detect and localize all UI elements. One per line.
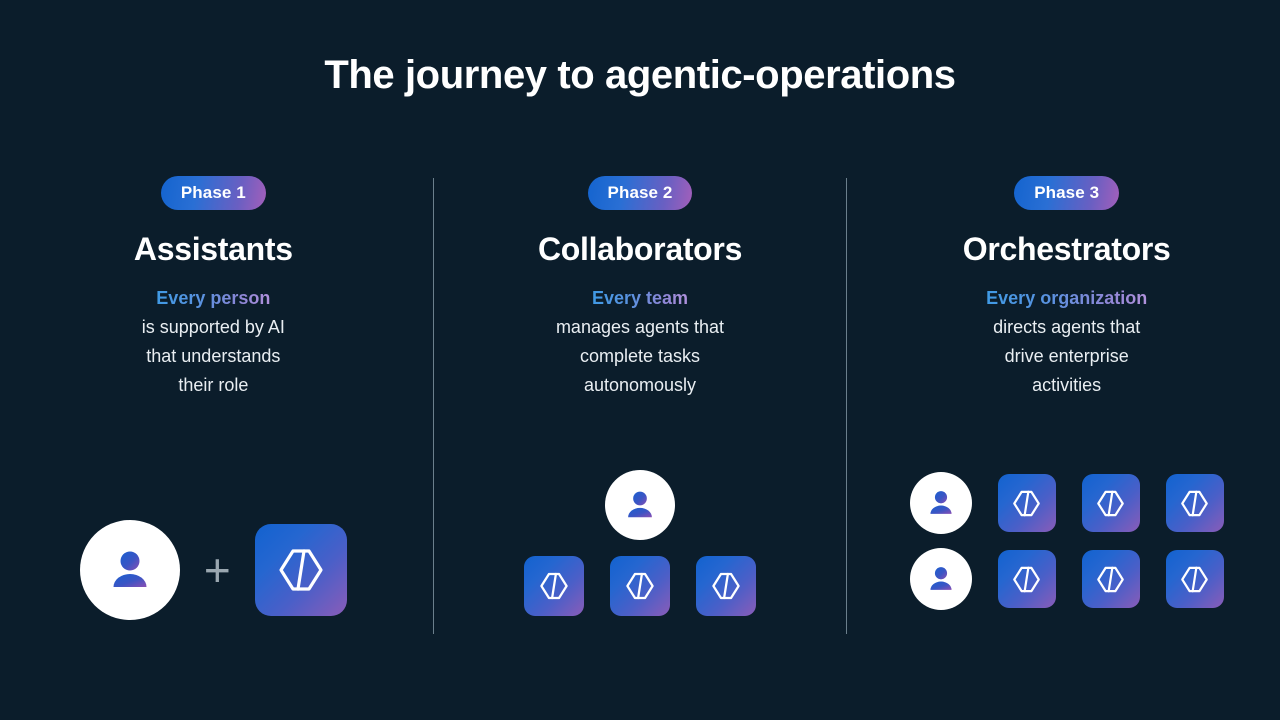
agent-code-icon bbox=[610, 556, 670, 616]
phase-column-1: Phase 1 Assistants Every person is suppo… bbox=[0, 176, 427, 646]
agent-code-icon bbox=[1081, 474, 1140, 532]
agent-code-icon bbox=[1081, 550, 1140, 608]
phase-column-3: Phase 3 Orchestrators Every organization… bbox=[853, 176, 1280, 646]
agent-code-icon bbox=[254, 524, 347, 616]
phase-lead-2: Every team bbox=[592, 285, 688, 313]
phase-body-2: manages agents that complete tasks auton… bbox=[555, 317, 725, 396]
phase-heading-1: Assistants bbox=[133, 231, 293, 267]
agent-code-icon bbox=[1165, 474, 1224, 532]
person-icon bbox=[909, 472, 972, 534]
person-icon bbox=[605, 470, 675, 540]
phase-heading-2: Collaborators bbox=[537, 231, 743, 267]
phase-2-agent-row bbox=[524, 556, 756, 616]
agent-code-icon bbox=[524, 556, 584, 616]
page-title: The journey to agentic-operations bbox=[324, 53, 956, 97]
plus-symbol: + bbox=[203, 544, 231, 596]
phase-body-1: is supported by AI that understands thei… bbox=[141, 317, 285, 396]
phase-lead-1: Every person bbox=[156, 285, 270, 313]
agent-code-icon bbox=[696, 556, 756, 616]
phase-badge-2[interactable]: Phase 2 bbox=[587, 176, 693, 210]
person-icon bbox=[79, 520, 180, 620]
phase-body-3: directs agents that drive enterprise act… bbox=[993, 317, 1141, 396]
phase-column-2: Phase 2 Collaborators Every team manages… bbox=[427, 176, 854, 646]
phase-badge-3[interactable]: Phase 3 bbox=[1014, 176, 1120, 210]
phase-3-icon-group bbox=[853, 472, 1280, 610]
column-divider-2 bbox=[846, 178, 847, 634]
phase-2-icon-group bbox=[427, 470, 854, 616]
phase-badge-1[interactable]: Phase 1 bbox=[160, 176, 266, 210]
agent-code-icon bbox=[997, 474, 1056, 532]
column-divider-1 bbox=[433, 178, 434, 634]
phases-container: Phase 1 Assistants Every person is suppo… bbox=[0, 176, 1280, 646]
person-icon bbox=[909, 548, 972, 610]
agent-code-icon bbox=[997, 550, 1056, 608]
phase-heading-3: Orchestrators bbox=[962, 231, 1171, 267]
phase-1-icon-group: + bbox=[0, 520, 427, 620]
agent-code-icon bbox=[1165, 550, 1224, 608]
phase-lead-3: Every organization bbox=[986, 285, 1147, 313]
phase-3-agent-row bbox=[909, 472, 1224, 534]
phase-3-agent-row bbox=[909, 548, 1224, 610]
